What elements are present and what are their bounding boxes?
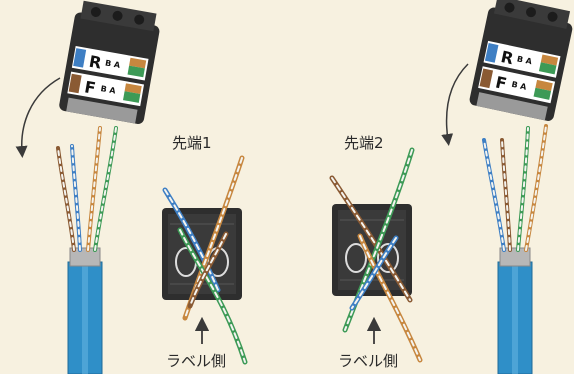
left-connector-mark-r: R (88, 52, 103, 73)
tip1-wires (162, 155, 248, 365)
right-connector-pair-bottom: B A (511, 80, 528, 92)
left-connector-mark-f: F (83, 77, 97, 98)
left-rotation-arrow (15, 77, 61, 158)
tip1-assembly (162, 155, 248, 365)
left-connector-pair-top: B A (104, 58, 121, 70)
left-connector: R F B A B A (59, 0, 160, 124)
tip1-label: 先端1 (172, 134, 212, 152)
left-cable-assembly: R F B A B A (15, 0, 160, 374)
tip2-label: 先端2 (344, 134, 384, 152)
tip2-assembly (329, 147, 423, 363)
label-side-2: ラベル側 (338, 352, 399, 370)
right-cable-wires (482, 124, 548, 252)
tip2-wires (329, 147, 423, 363)
right-connector: R F B A B A (469, 0, 573, 121)
right-cable-assembly: R F B A B A (441, 0, 573, 374)
right-connector-pair-top: B A (516, 54, 533, 66)
right-connector-mark-f: F (494, 73, 509, 94)
left-cable-wires (56, 126, 118, 252)
left-cable-shield (69, 247, 101, 267)
label-side-1: ラベル側 (166, 352, 227, 370)
left-connector-pair-bottom: B A (100, 84, 117, 96)
right-cable-shield (499, 247, 531, 267)
right-rotation-arrow (441, 63, 469, 146)
right-connector-mark-r: R (499, 47, 515, 68)
